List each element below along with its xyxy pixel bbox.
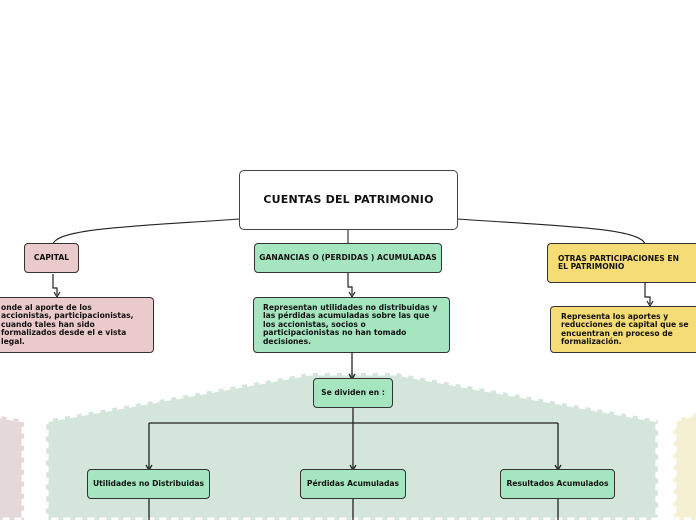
- capital-node[interactable]: CAPITAL: [24, 243, 79, 273]
- divider-node[interactable]: Se dividen en :: [313, 378, 393, 408]
- divider-label: Se dividen en :: [321, 387, 385, 397]
- root-title: CUENTAS DEL PATRIMONIO: [263, 192, 434, 206]
- pink-region: [0, 413, 27, 520]
- ganancias-description: Representan utilidades no distribuidas y…: [263, 302, 438, 346]
- root-to-capital-link: [52, 218, 241, 245]
- child-label-resultados: Resultados Acumulados: [506, 478, 609, 488]
- capital-title: CAPITAL: [33, 252, 70, 262]
- ganancias-node[interactable]: GANANCIAS O (PERDIDAS ) ACUMULADAS: [254, 243, 442, 273]
- ganancias-arrow: [347, 273, 353, 295]
- ganancias-description-node[interactable]: Representan utilidades no distribuidas y…: [253, 297, 450, 353]
- capital-description-node[interactable]: onde al aporte de los accionistas, parti…: [0, 297, 154, 353]
- otras-arrow: [644, 283, 651, 304]
- child-node-utilidades[interactable]: Utilidades no Distribuidas: [87, 469, 210, 499]
- root-to-otras-link: [456, 218, 646, 245]
- otras-node[interactable]: OTRAS PARTICIPACIONES EN EL PATRIMONIO: [547, 243, 696, 283]
- capital-arrow: [52, 274, 58, 295]
- otras-description-node[interactable]: Representa los aportes y reducciones de …: [550, 306, 696, 353]
- yellow-region: [671, 410, 696, 520]
- ganancias-title: GANANCIAS O (PERDIDAS ) ACUMULADAS: [259, 252, 437, 262]
- child-node-perdidas[interactable]: Pérdidas Acumuladas: [300, 469, 406, 499]
- child-label-perdidas: Pérdidas Acumuladas: [306, 478, 400, 488]
- child-node-resultados[interactable]: Resultados Acumulados: [500, 469, 615, 499]
- otras-title: OTRAS PARTICIPACIONES EN EL PATRIMONIO: [558, 253, 679, 271]
- otras-description: Representa los aportes y reducciones de …: [561, 311, 689, 346]
- capital-description: onde al aporte de los accionistas, parti…: [1, 302, 134, 346]
- root-node[interactable]: CUENTAS DEL PATRIMONIO: [239, 170, 458, 230]
- child-label-utilidades: Utilidades no Distribuidas: [92, 478, 205, 488]
